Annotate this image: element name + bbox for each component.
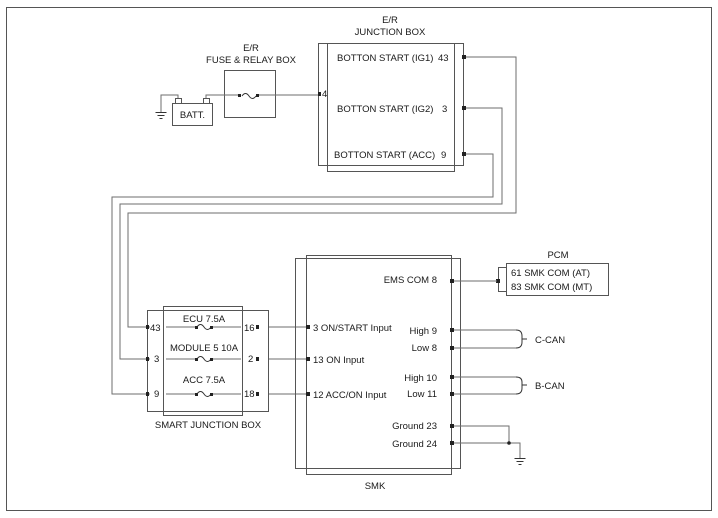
er-junction-box-ig1-pin: 43 (438, 53, 449, 64)
er-junction-box-title-2: JUNCTION BOX (355, 27, 426, 38)
sjb-pin-in-3: 3 (154, 354, 159, 365)
c-can-label: C-CAN (535, 335, 565, 346)
sjb-pin-in-9: 9 (154, 389, 159, 400)
fuse-symbol (241, 93, 257, 99)
smk-ground-icon (514, 458, 526, 465)
smk-low-11: Low 11 (407, 389, 437, 400)
er-junction-box-ig2-pin: 3 (442, 104, 447, 115)
pcm-smk-com-at: 61 SMK COM (AT) (511, 268, 590, 279)
c-can-brace (515, 329, 527, 349)
smk-label: SMK (365, 481, 386, 492)
sjb-fuse-1 (196, 324, 212, 330)
battery: BATT. (155, 94, 213, 126)
sjb-pin-in-43: 43 (150, 323, 161, 334)
er-junction-box-acc-pin: 9 (441, 150, 446, 161)
wire-ig1 (127, 56, 517, 328)
er-junction-box-title-1: E/R (382, 15, 398, 26)
smk-ground-24: Ground 24 (392, 439, 437, 450)
fuse-relay-box: E/R FUSE & RELAY BOX (206, 43, 297, 118)
pcm-module: PCM 61 SMK COM (AT) 83 SMK COM (MT) (496, 250, 609, 296)
battery-label: BATT. (180, 110, 205, 121)
sjb-fuse-2 (196, 356, 212, 362)
sjb-pin-out-18: 18 (244, 389, 255, 400)
er-junction-box-ig1-label: BOTTON START (IG1) (337, 53, 433, 64)
smk-high-10: High 10 (404, 373, 437, 384)
sjb-ecu-label: ECU 7.5A (183, 314, 226, 325)
sjb-acc-label: ACC 7.5A (183, 375, 226, 386)
battery-ground-icon (155, 112, 167, 119)
fuse-relay-box-title-1: E/R (243, 43, 259, 54)
smk-ems-com: EMS COM 8 (384, 275, 437, 286)
er-junction-box: E/R JUNCTION BOX 4 BOTTON START (IG1) 43… (318, 15, 466, 172)
er-junction-box-acc-label: BOTTON START (ACC) (334, 150, 435, 161)
smk-on-start-input: 3 ON/START Input (313, 323, 392, 334)
smk-ground-23: Ground 23 (392, 421, 437, 432)
sjb-fuse-3 (196, 391, 212, 397)
sjb-pin-out-2: 2 (248, 354, 253, 365)
fuse-relay-box-title-2: FUSE & RELAY BOX (206, 55, 297, 66)
sjb-pin-out-16: 16 (244, 323, 255, 334)
b-can-brace (515, 376, 527, 395)
er-junction-box-pin-4: 4 (322, 89, 327, 100)
smk-on-input: 13 ON Input (313, 355, 365, 366)
smk-module: SMK 3 ON/START Input 13 ON Input 12 ACC/… (295, 255, 461, 492)
smk-acc-on-input: 12 ACC/ON Input (313, 390, 387, 401)
smart-junction-box: SMART JUNCTION BOX ECU 7.5A 43 16 MODULE… (146, 306, 269, 431)
diagram-frame (6, 7, 712, 511)
er-junction-box-ig2-label: BOTTON START (IG2) (337, 104, 433, 115)
pcm-title: PCM (547, 250, 568, 261)
sjb-module-label: MODULE 5 10A (170, 343, 239, 354)
smk-high-9: High 9 (410, 326, 437, 337)
smart-junction-box-label: SMART JUNCTION BOX (155, 420, 262, 431)
pcm-smk-com-mt: 83 SMK COM (MT) (511, 282, 592, 293)
smk-low-8: Low 8 (412, 343, 437, 354)
wire-ig2 (119, 107, 503, 360)
wire-acc (111, 153, 494, 395)
b-can-label: B-CAN (535, 381, 565, 392)
